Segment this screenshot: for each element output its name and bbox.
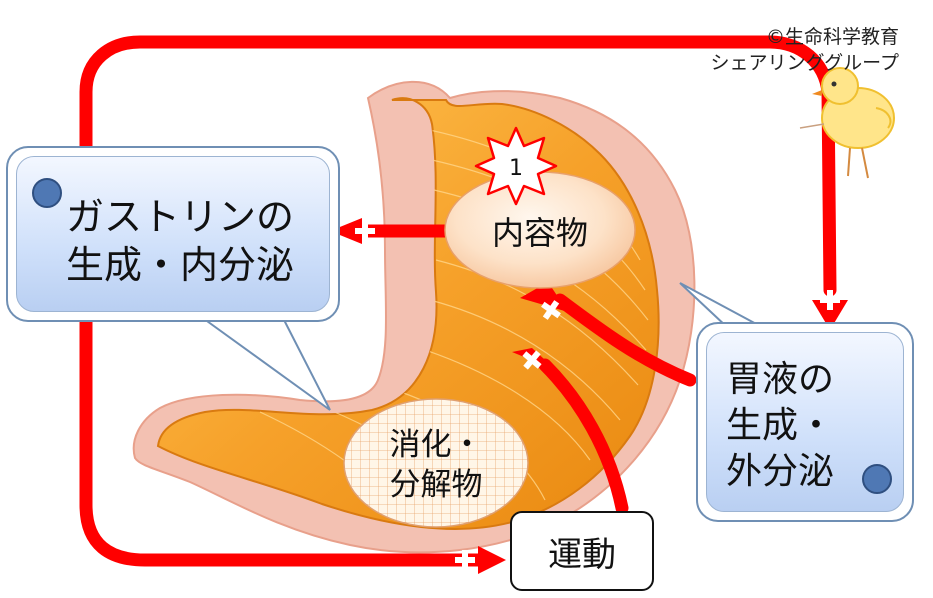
feedback-loop-arrows: [79, 35, 837, 567]
digest-label: 消化・ 分解物: [352, 420, 520, 510]
bottom-loop-path: [79, 303, 487, 567]
callout-tails: [199, 282, 761, 411]
gastrin-callout-panel: [16, 156, 330, 312]
plus-digest: [522, 350, 542, 370]
gastric-to-contents-path: [553, 293, 697, 387]
arrow-head-movement: [478, 546, 506, 574]
contents-label: 内容物: [491, 214, 588, 252]
plus-movement: [455, 550, 475, 570]
gastrin-label-line-2: 生成・内分泌: [66, 243, 295, 287]
plus-gastric: [820, 290, 840, 310]
gastrin-callout: ガストリンの 生成・内分泌: [6, 146, 340, 322]
gastric-label-line-2: 生成・: [726, 405, 835, 446]
plus-contents: [541, 300, 561, 320]
digest-line-1: 消化・: [389, 427, 483, 463]
arrow-head-gastric: [812, 300, 848, 330]
gastric-juice-callout: 胃液の 生成・ 外分泌: [696, 322, 914, 522]
copyright-credit: ©生命科学教育 シェアリンググループ: [711, 24, 899, 76]
digest-ellipse: [343, 398, 529, 528]
gastric-dot-icon: [862, 464, 892, 494]
burst-number: 1: [509, 156, 523, 181]
credit-line-2: シェアリンググループ: [710, 52, 899, 74]
credit-line-1: ©生命科学教育: [765, 26, 899, 48]
gastrin-dot-icon: [32, 178, 62, 208]
gastrin-label-line-1: ガストリンの: [66, 195, 295, 239]
gastric-tail: [679, 282, 761, 329]
movement-to-digest-path: [538, 358, 629, 515]
gastric-label-line-1: 胃液の: [726, 359, 835, 400]
plus-gastrin: [355, 221, 375, 241]
arrow-head-gastrin: [330, 218, 362, 244]
burst-star: 1: [474, 126, 558, 206]
gastrin-tail: [199, 315, 331, 411]
chick-illustration: [799, 67, 895, 179]
plus-signs: [355, 221, 840, 570]
digest-line-2: 分解物: [389, 467, 483, 503]
gastric-label-line-3: 外分泌: [726, 451, 835, 492]
top-loop-path: [79, 35, 837, 297]
movement-box: 運動: [510, 511, 654, 591]
